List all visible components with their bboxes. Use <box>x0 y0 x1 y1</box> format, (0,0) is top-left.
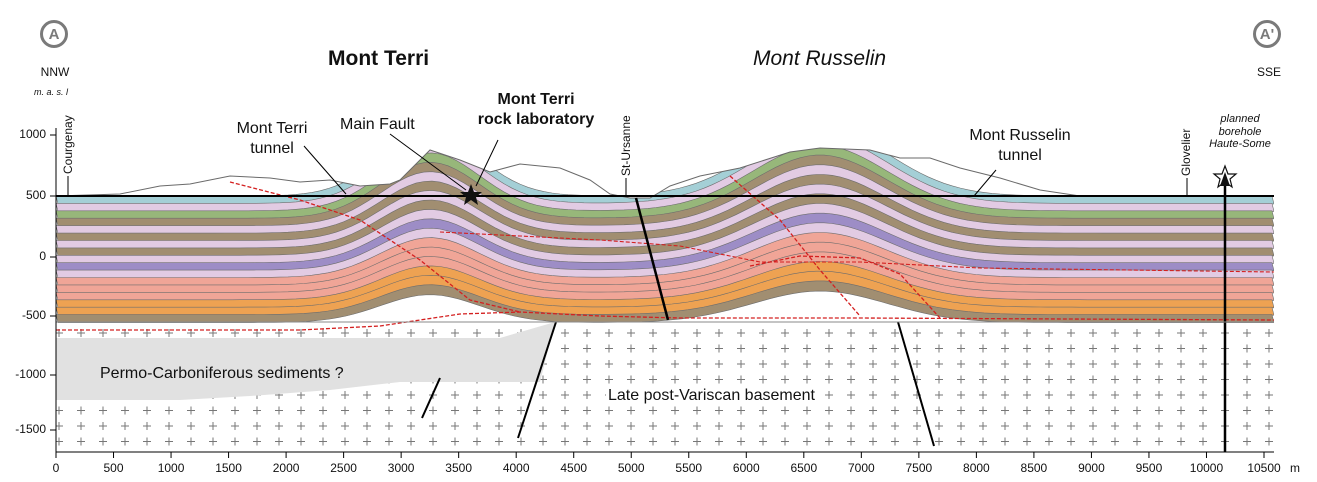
x-tick-label: 1500 <box>215 461 242 475</box>
basement-fault-1 <box>421 377 441 419</box>
mt-tunnel-leader <box>303 145 347 195</box>
title-mont-terri: Mont Terri <box>328 47 430 70</box>
main-fault-label: Main Fault <box>340 116 415 133</box>
rock-lab-star-icon <box>460 184 482 205</box>
sky-mask <box>56 120 1274 198</box>
y-tick-label: 1000 <box>19 127 46 141</box>
sedimentary-layers <box>56 120 1274 323</box>
st-ursanne-fault <box>634 197 670 321</box>
x-tick-label: 5500 <box>675 461 703 475</box>
main-thrust <box>56 311 1275 331</box>
topography <box>55 147 1274 199</box>
x-tick-label: 9000 <box>1078 461 1105 475</box>
x-tick-label: 6500 <box>790 461 818 475</box>
x-tick-label: 500 <box>103 461 124 475</box>
thrust-ramp-mont-russelin <box>729 175 861 317</box>
x-tick-label: 6000 <box>732 461 760 475</box>
x-tick-label: 8000 <box>963 461 990 475</box>
permo-carboniferous-sediments <box>56 322 555 400</box>
permo-carboniferous-label: Permo-Carboniferous sediments ? <box>100 365 344 382</box>
place-glovelier: Glovelier <box>1179 128 1193 176</box>
x-tick-label: 4000 <box>502 461 530 475</box>
basement-fault-3 <box>897 321 935 447</box>
section-end-marker: A' <box>1253 20 1281 48</box>
x-tick-label: 3000 <box>387 461 415 475</box>
x-tick-label: 1000 <box>157 461 185 475</box>
x-tick-label: 4500 <box>560 461 588 475</box>
y-tick-label: -1500 <box>15 422 46 436</box>
x-tick-label: 2500 <box>330 461 357 475</box>
sediment-layer <box>56 280 1274 323</box>
backthrust <box>749 255 941 319</box>
x-tick-label: 2000 <box>272 461 300 475</box>
borehole-arrow-icon <box>1220 172 1230 186</box>
upper-detachment <box>439 231 1275 273</box>
x-tick-label: 3500 <box>445 461 472 475</box>
structure-lines <box>55 128 1275 453</box>
y-tick-label: 0 <box>39 249 46 263</box>
basement-label: Late post-Variscan basement <box>606 387 817 405</box>
x-tick-label: 5000 <box>617 461 645 475</box>
section-start-marker: A <box>40 20 68 48</box>
y-tick-label: -500 <box>21 308 46 322</box>
title-mont-russelin: Mont Russelin <box>753 47 887 70</box>
x-tick-label: 10500 <box>1247 461 1281 475</box>
x-axis-ticks <box>55 452 1265 458</box>
y-axis-ticks <box>50 134 56 431</box>
x-tick-label: 8500 <box>1020 461 1048 475</box>
direction-sse: SSE <box>1256 65 1281 79</box>
x-tick-label: 9500 <box>1135 461 1163 475</box>
place-st-ursanne: St-Ursanne <box>619 115 633 176</box>
y-axis-unit: m. a. s. l <box>34 87 69 97</box>
x-tick-label: 7500 <box>905 461 933 475</box>
place-courgenay: Courgenay <box>61 115 75 174</box>
direction-nnw: NNW <box>40 65 70 79</box>
x-axis-unit: m <box>1290 461 1300 475</box>
lab-leader <box>475 139 499 187</box>
y-tick-label: -1000 <box>15 367 46 381</box>
mr-tunnel-leader <box>973 169 997 197</box>
basement-fault-2 <box>517 321 557 439</box>
y-tick-label: 500 <box>25 188 46 202</box>
main-fault-leader <box>389 133 467 191</box>
x-tick-label: 10000 <box>1189 461 1224 475</box>
x-tick-label: 0 <box>52 461 60 475</box>
x-tick-label: 7000 <box>847 461 875 475</box>
